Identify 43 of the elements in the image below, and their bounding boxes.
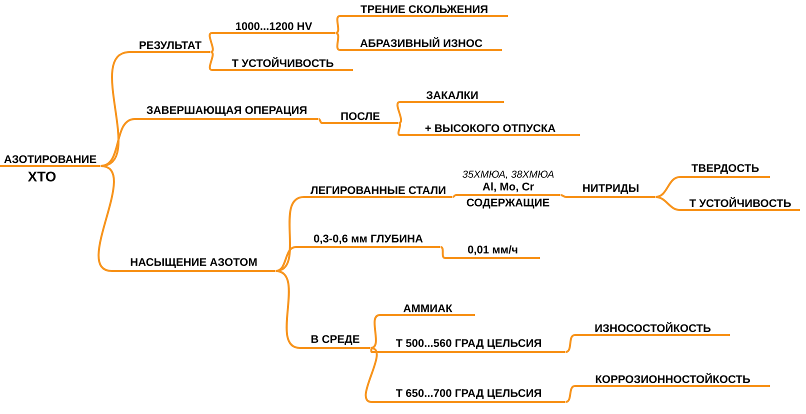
branch-label: ЛЕГИРОВАННЫЕ СТАЛИ (304, 186, 452, 198)
branch-label: 1000...1200 HV (212, 22, 335, 34)
branch-label: ЗАКАЛКИ (400, 91, 504, 103)
branch-label: ТВЕРДОСТЬ (680, 164, 770, 178)
branch-label: 0,3-0,6 мм ГЛУБИНА (296, 234, 440, 248)
branch-label: Т УСТОЙЧИВОСТЬ (680, 196, 800, 211)
branch-line (370, 314, 380, 349)
branch-label: Т УСТОЙЧИВОСТЬ (212, 56, 353, 71)
branch-label: 0,01 мм/ч (445, 245, 540, 259)
branch-label: ПОСЛЕ (322, 112, 398, 124)
branch-line (396, 101, 402, 124)
branch-line (370, 347, 373, 353)
branch-line (100, 118, 136, 167)
branch-label: РЕЗУЛЬТАТ (130, 41, 210, 53)
branch-label: ИЗНОСОСТОЙКОСТЬ (575, 322, 730, 336)
branch-line (397, 122, 402, 136)
branch-line (335, 15, 340, 34)
branch-label: Т 650...700 ГРАД ЦЕЛЬСИЯ (372, 389, 565, 403)
branch-line (565, 334, 576, 353)
branch-label: В СРЕДЕ (300, 335, 370, 349)
branch-line (452, 194, 456, 198)
branch-line (275, 246, 296, 272)
branch-line (560, 194, 566, 198)
branch-label: НИТРИДЫ (566, 184, 655, 198)
branch-line (655, 176, 680, 198)
branch-label: ТРЕНИЕ СКОЛЬЖЕНИЯ (340, 5, 508, 17)
branch-label: АЗОТИРОВАНИЕ ХТО (0, 155, 100, 182)
branch-label: 35ХМЮА, 38ХМЮА Al, Mo, Cr СОДЕРЖАЩИЕ (456, 170, 560, 209)
branch-line (275, 270, 300, 349)
branch-label: ЗАВЕРШАЮЩАЯ ОПЕРАЦИЯ (135, 106, 318, 120)
branch-line (208, 51, 214, 71)
branch-line (318, 118, 323, 124)
branch-label: АММИАК (380, 304, 475, 316)
branch-label: + ВЫСОКОГО ОТПУСКА (400, 124, 580, 136)
branch-line (335, 32, 340, 51)
branch-line (440, 246, 446, 259)
branch-label: АБРАЗИВНЫЙ ИЗНОС (340, 36, 502, 51)
branch-line (655, 196, 680, 211)
branch-line (565, 385, 576, 403)
branch-label: КОРРОЗИОННОСТОЙКОСТЬ (575, 372, 770, 387)
branch-label: Т 500...560 ГРАД ЦЕЛЬСИЯ (372, 339, 565, 353)
branch-label: НАСЫЩЕНИЕ АЗОТОМ (112, 258, 275, 272)
branch-line (208, 32, 214, 53)
